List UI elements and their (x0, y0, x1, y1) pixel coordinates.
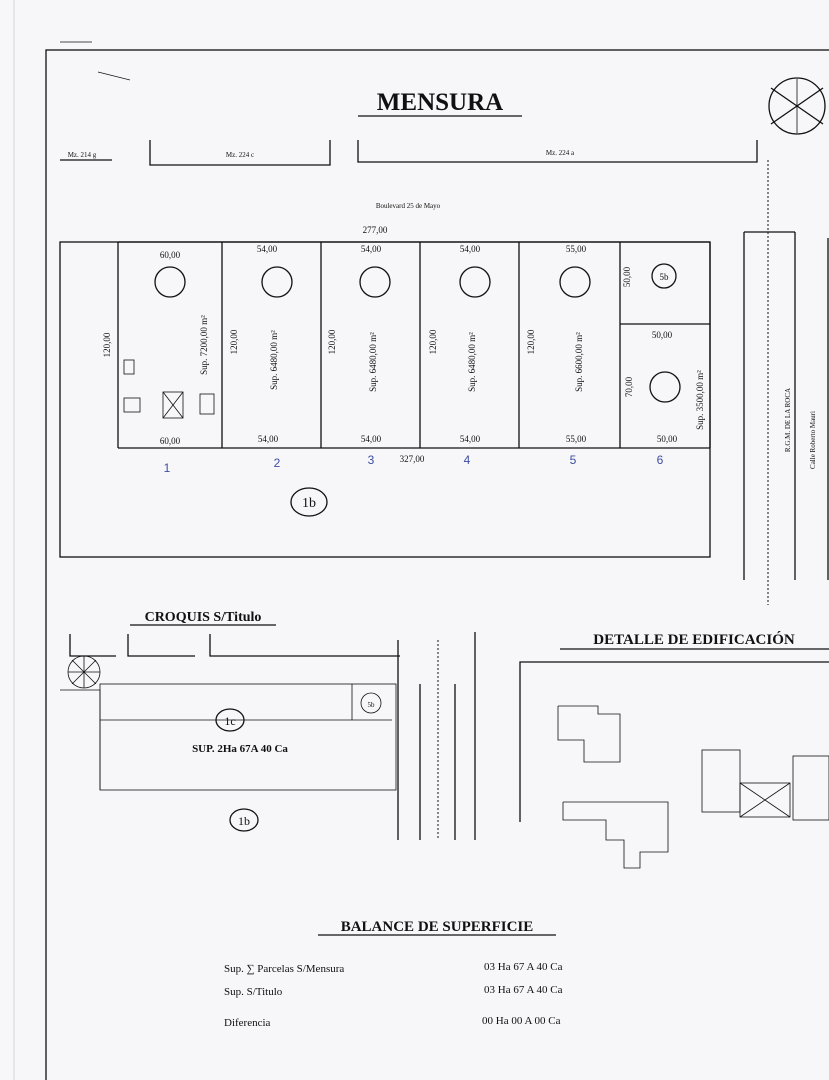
right-street: R.G.M. DE LA ROCA Calle Roberto Mauri (743, 160, 829, 605)
svg-text:54,00: 54,00 (361, 434, 382, 444)
top-blocks: Mz. 214 g Mz. 224 c Mz. 224 a (60, 140, 758, 166)
svg-text:50,00: 50,00 (622, 266, 632, 287)
svg-text:120,00: 120,00 (229, 329, 239, 354)
street-name-top: Boulevard 25 de Mayo (376, 202, 441, 210)
svg-text:54,00: 54,00 (361, 244, 382, 254)
svg-text:Sup. 6480,00 m²: Sup. 6480,00 m² (467, 332, 477, 392)
total-front-top: 277,00 (363, 225, 388, 235)
balance-row-label: Sup. ∑ Parcelas S/Mensura (224, 963, 344, 975)
svg-text:54,00: 54,00 (258, 434, 279, 444)
building-detail (519, 661, 829, 869)
svg-text:120,00: 120,00 (327, 329, 337, 354)
balance-row-label: Diferencia (224, 1017, 271, 1029)
lots-block (117, 241, 711, 449)
svg-text:Sup. 6480,00 m²: Sup. 6480,00 m² (368, 332, 378, 392)
svg-text:54,00: 54,00 (257, 244, 278, 254)
svg-text:Sup. 3500,00 m²: Sup. 3500,00 m² (695, 370, 705, 430)
svg-text:1c: 1c (224, 714, 235, 728)
svg-text:Sup. 6600,00 m²: Sup. 6600,00 m² (574, 332, 584, 392)
detalle-title: DETALLE DE EDIFICACIÓN (593, 631, 795, 648)
svg-text:5: 5 (570, 453, 577, 467)
svg-text:Sup. 7200,00 m²: Sup. 7200,00 m² (199, 315, 209, 375)
north-arrow-icon (768, 77, 826, 135)
svg-text:Mz. 224 a: Mz. 224 a (546, 149, 575, 157)
svg-text:Mz. 224 c: Mz. 224 c (226, 151, 254, 159)
svg-text:Calle Roberto Mauri: Calle Roberto Mauri (809, 411, 817, 469)
svg-text:50,00: 50,00 (652, 330, 673, 340)
page-title: MENSURA (377, 89, 503, 116)
svg-text:R.G.M. DE LA ROCA: R.G.M. DE LA ROCA (784, 388, 792, 452)
svg-text:60,00: 60,00 (160, 436, 181, 446)
lot-3: 54,00 54,00 120,00 Sup. 6480,00 m² 3 (327, 244, 382, 467)
lot-markers: 5b (154, 263, 681, 403)
svg-text:55,00: 55,00 (566, 434, 587, 444)
svg-text:5b: 5b (660, 272, 670, 282)
croquis-plan: 1c SUP. 2Ha 67A 40 Ca 1b 5b (60, 632, 476, 840)
svg-text:6: 6 (657, 453, 664, 467)
lot-5: 55,00 55,00 120,00 Sup. 6600,00 m² 5 (526, 244, 587, 467)
total-front-bottom: 327,00 (400, 454, 425, 464)
svg-text:2: 2 (274, 456, 281, 470)
svg-text:54,00: 54,00 (460, 244, 481, 254)
balance-row-label: Sup. S/Titulo (224, 986, 283, 998)
svg-text:Mz. 214 g: Mz. 214 g (68, 151, 97, 159)
svg-text:120,00: 120,00 (102, 332, 112, 357)
compass-rose-icon (67, 655, 101, 689)
lot-1: 60,00 60,00 120,00 Sup. 7200,00 m² 1 (102, 250, 215, 475)
lot-5b: 50,00 50,00 (622, 266, 673, 340)
svg-text:120,00: 120,00 (428, 329, 438, 354)
svg-text:60,00: 60,00 (160, 250, 181, 260)
lot-6: 50,00 70,00 Sup. 3500,00 m² 6 (624, 370, 705, 467)
balance-row-value: 03 Ha 67 A 40 Ca (484, 984, 563, 996)
parcel-ref: 1b (290, 487, 328, 517)
svg-text:1b: 1b (302, 496, 316, 511)
svg-text:70,00: 70,00 (624, 376, 634, 397)
balance-title: BALANCE DE SUPERFICIE (341, 919, 534, 935)
svg-text:50,00: 50,00 (657, 434, 678, 444)
svg-text:120,00: 120,00 (526, 329, 536, 354)
lot-2: 54,00 54,00 120,00 Sup. 6480,00 m² 2 (229, 244, 281, 470)
balance-row-value: 03 Ha 67 A 40 Ca (484, 961, 563, 973)
svg-text:1: 1 (164, 461, 171, 475)
sheet-frame (45, 49, 829, 1080)
svg-text:4: 4 (464, 453, 471, 467)
svg-text:3: 3 (368, 453, 375, 467)
svg-text:54,00: 54,00 (460, 434, 481, 444)
lot-4: 54,00 54,00 120,00 Sup. 6480,00 m² 4 (428, 244, 481, 467)
svg-text:SUP. 2Ha 67A 40 Ca: SUP. 2Ha 67A 40 Ca (192, 743, 288, 755)
svg-text:Sup. 6480,00 m²: Sup. 6480,00 m² (269, 330, 279, 390)
svg-text:5b: 5b (368, 701, 376, 709)
balance-table: Sup. ∑ Parcelas S/Mensura 03 Ha 67 A 40 … (224, 961, 563, 1029)
svg-text:1b: 1b (238, 814, 250, 828)
balance-row-value: 00 Ha 00 A 00 Ca (482, 1015, 561, 1027)
croquis-title: CROQUIS S/Titulo (145, 610, 262, 625)
svg-text:55,00: 55,00 (566, 244, 587, 254)
